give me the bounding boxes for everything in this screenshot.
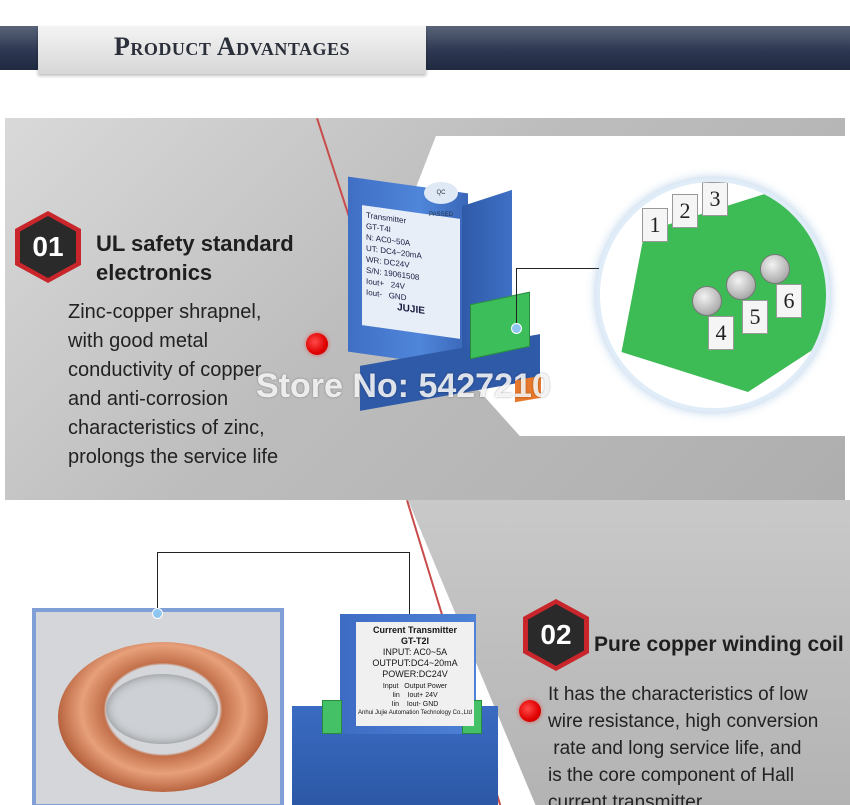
leader-line	[516, 268, 517, 326]
red-dot-marker	[519, 700, 541, 722]
leader-line	[157, 552, 410, 553]
callout-dot	[511, 323, 522, 334]
terminal-number: 2	[672, 194, 698, 228]
terminal-screw	[692, 286, 722, 316]
header-tab	[38, 26, 426, 74]
qc-sticker: QC PASSED	[424, 182, 458, 218]
terminal-number: 3	[702, 182, 728, 216]
terminal-screw	[760, 254, 790, 284]
leader-line	[157, 552, 158, 610]
terminal-number: 5	[742, 300, 768, 334]
terminal-zoom-view: 1 2 3 4 5 6	[596, 178, 830, 412]
transmitter2-label: Current Transmitter GT-T2I INPUT: AC0~5A…	[356, 622, 474, 726]
advantage2-badge: 02	[523, 599, 589, 671]
copper-coil-photo	[32, 608, 284, 805]
transmitter2-terminal	[322, 700, 342, 734]
page-title: Product Advantages	[113, 32, 351, 61]
advantage1-badge: 01	[15, 211, 81, 283]
advantage2-title: Pure copper winding coil	[594, 633, 844, 656]
advantage2-description: It has the characteristics of low wire r…	[548, 684, 819, 805]
terminal-number: 6	[776, 284, 802, 318]
store-watermark: Store No: 5427210	[256, 367, 551, 405]
red-dot-marker	[306, 333, 328, 355]
advantage1-number: 01	[20, 216, 76, 278]
terminal-screw	[726, 270, 756, 300]
advantage1-description: Zinc-copper shrapnel, with good metal co…	[68, 301, 279, 468]
advantage1-title: UL safety standard electronics	[96, 231, 294, 285]
advantage2-number: 02	[528, 604, 584, 666]
coil-center	[106, 674, 218, 744]
terminal-number: 4	[708, 316, 734, 350]
terminal-number: 1	[642, 208, 668, 242]
leader-line	[516, 268, 612, 269]
leader-line	[409, 552, 410, 618]
callout-dot	[152, 608, 163, 619]
